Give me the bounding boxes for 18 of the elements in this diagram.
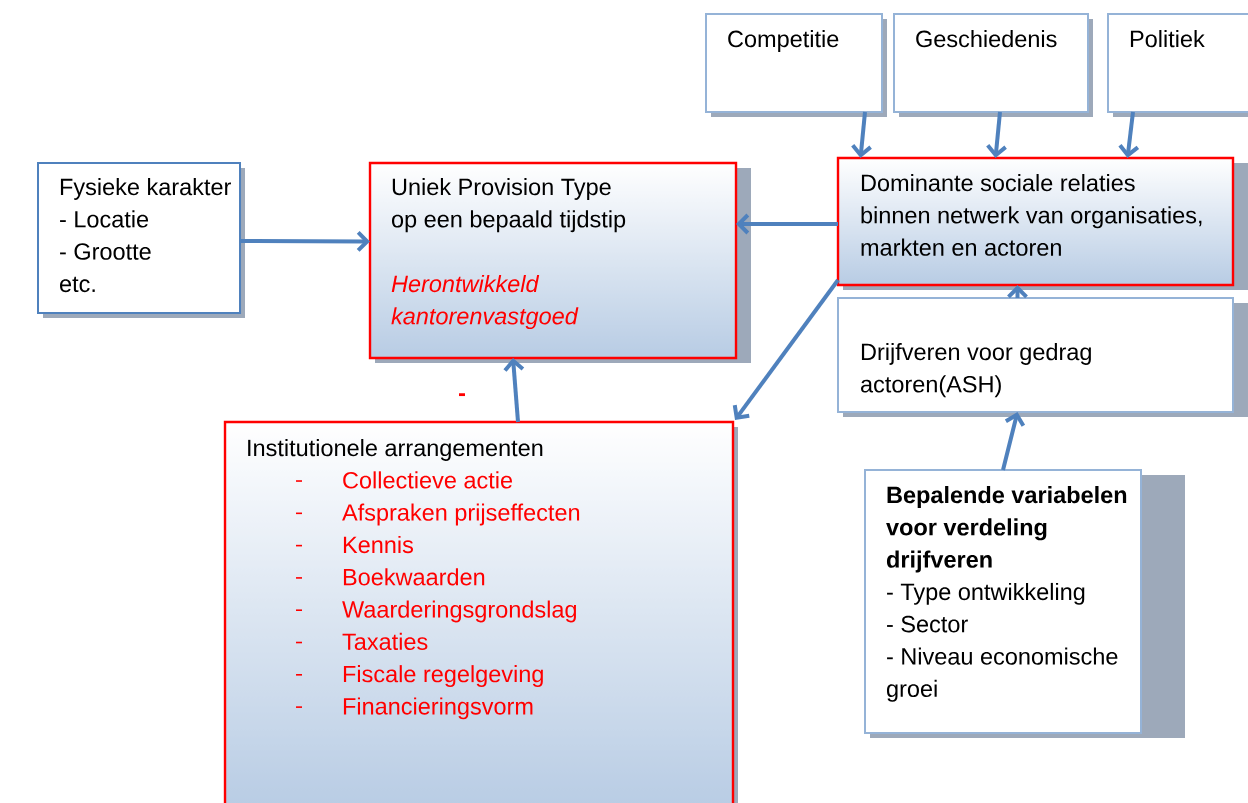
arrow — [503, 358, 525, 423]
arrow — [1001, 412, 1026, 471]
minus-sign: - — [459, 393, 465, 397]
text-box: Institutionele arrangementen Collectieve actie Afspraken prijseffecten Kennis Boekwaarden Waarderingsgrondslag Taxaties Fiscale regelgeving Financieringsvorm — [223, 420, 738, 803]
text-box: Fysieke karakter - Locatie - Grootte etc. — [37, 162, 245, 318]
text-box: Competitie — [705, 13, 887, 117]
arrow — [851, 111, 872, 158]
text-box: Politiek — [1107, 13, 1248, 117]
arrow — [736, 213, 838, 235]
text-box: Uniek Provision Type op een bepaald tijdstip Herontwikkeld kantorenvastgoed — [368, 161, 751, 363]
arrow — [986, 111, 1007, 158]
text-box: Dominante sociale relaties binnen netwerk van organisaties, markten en actoren — [836, 156, 1248, 290]
arrow — [1118, 111, 1140, 158]
arrow — [732, 278, 840, 420]
arrow — [240, 231, 370, 252]
text-box: Geschiedenis — [893, 13, 1093, 117]
text-box: Drijfveren voor gedrag actoren(ASH) — [837, 297, 1248, 417]
text-box: Bepalende variabelen voor verdeling drijfveren - Type ontwikkeling - Sector - Niveau economische groei — [864, 469, 1185, 738]
